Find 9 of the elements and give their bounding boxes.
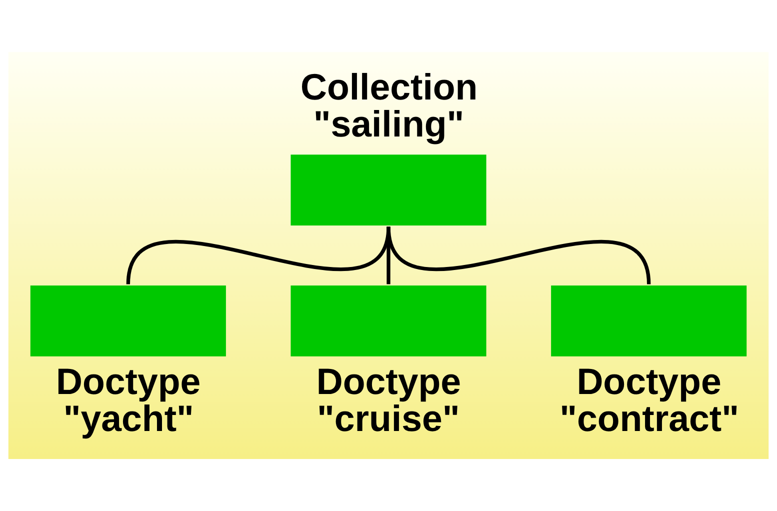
node-box xyxy=(551,285,747,356)
node-label: Doctype "cruise" xyxy=(316,361,462,439)
node-label: Doctype "yacht" xyxy=(56,361,201,439)
node-label: Doctype "contract" xyxy=(560,361,739,439)
node-box xyxy=(290,154,486,226)
node-box xyxy=(30,285,226,356)
node-box xyxy=(290,285,486,356)
connector xyxy=(386,226,651,285)
node-label: Collection "sailing" xyxy=(300,66,478,144)
